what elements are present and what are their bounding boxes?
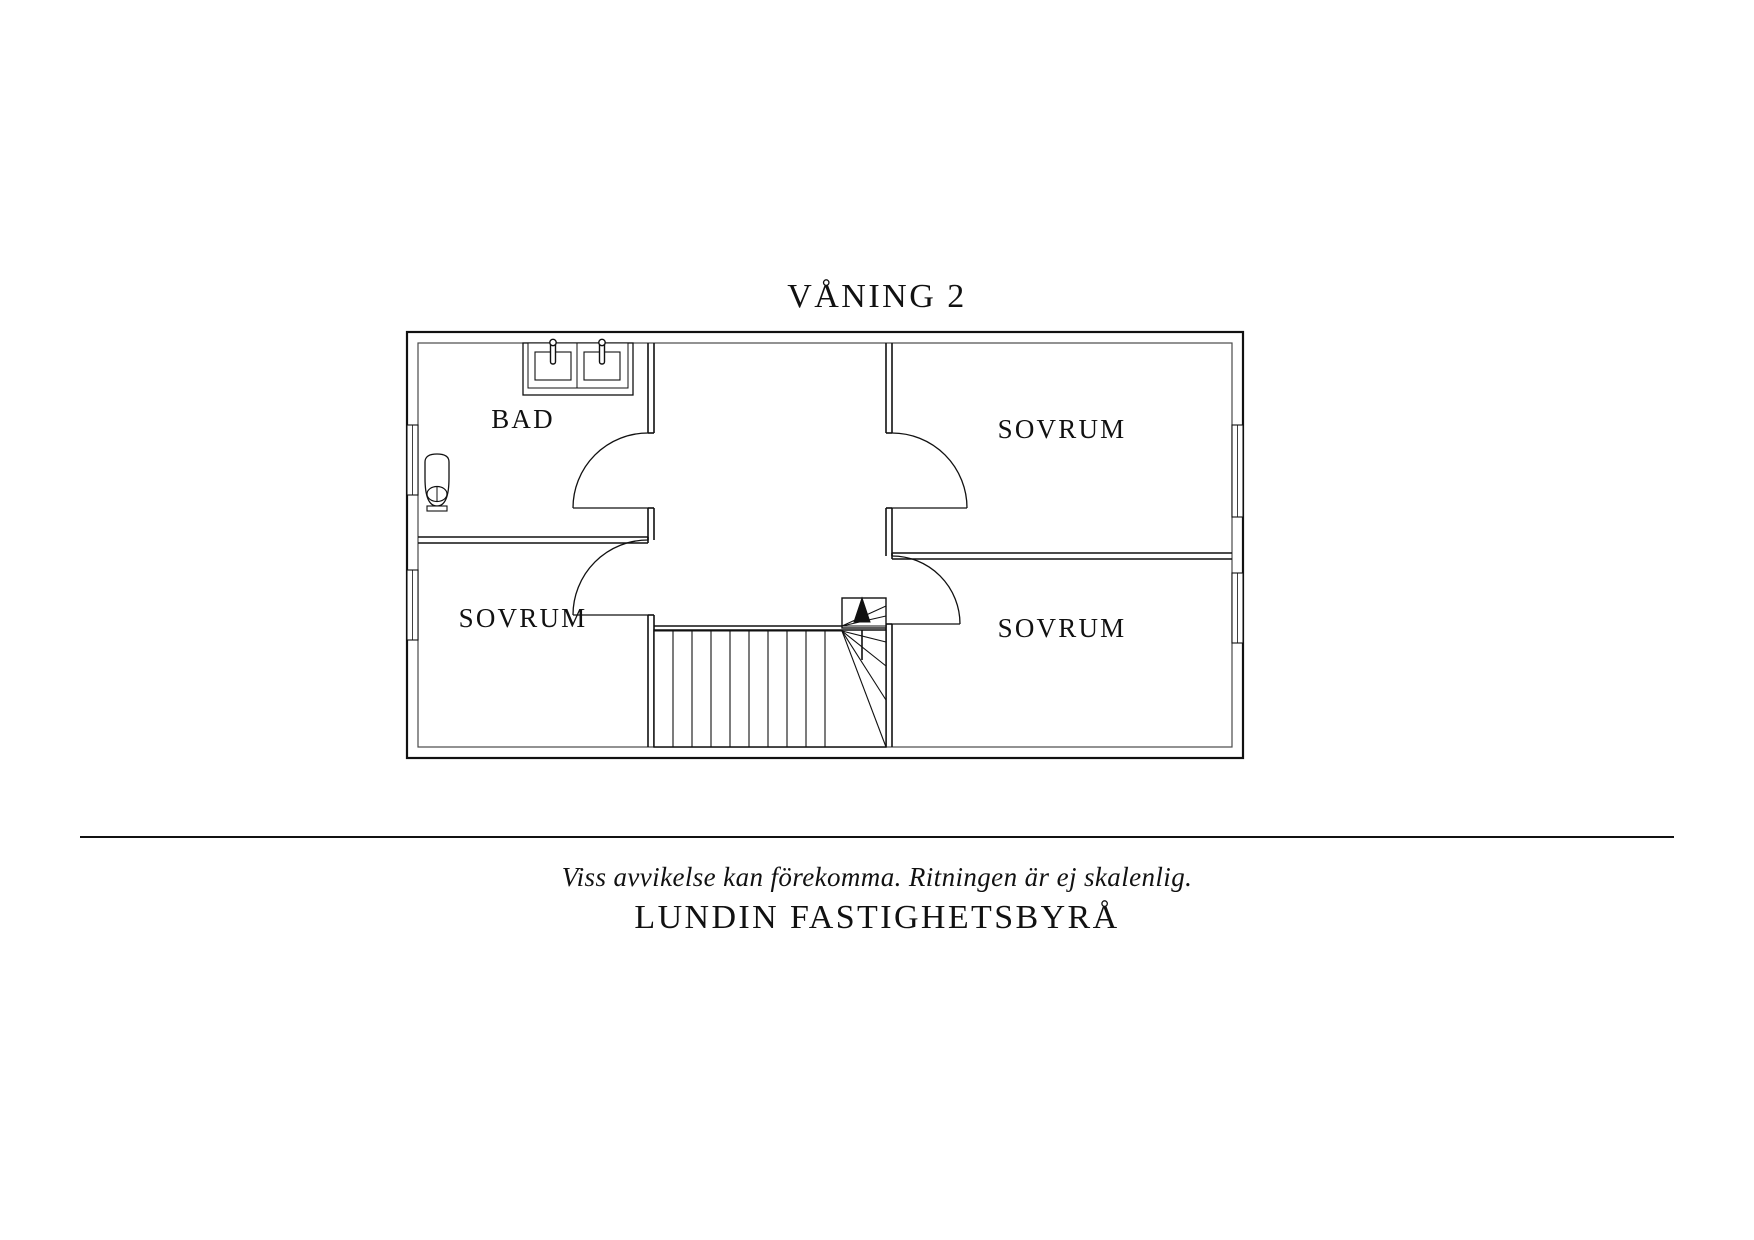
window-left-upper: [406, 424, 419, 496]
room-label-sovrum-2: SOVRUM: [998, 414, 1127, 444]
room-label-sovrum-1: SOVRUM: [459, 603, 588, 633]
door-sovrum-3: [891, 555, 961, 625]
door-sovrum-2: [891, 432, 968, 509]
sink-right-icon: [583, 338, 621, 381]
toilet-icon: [424, 453, 450, 512]
window-left-lower: [406, 569, 419, 641]
door-bad: [572, 432, 649, 509]
page-title: VÅNING 2: [787, 278, 967, 315]
disclaimer-text: Viss avvikelse kan förekomma. Ritningen …: [561, 862, 1193, 892]
footer: Viss avvikelse kan förekomma. Ritningen …: [0, 862, 1754, 936]
stair-direction-arrow-icon: [853, 596, 871, 660]
footer-divider: [80, 836, 1674, 838]
window-right-upper: [1231, 424, 1244, 518]
window-right-lower: [1231, 572, 1244, 644]
sink-left-icon: [534, 338, 572, 381]
door-sovrum-1: [572, 539, 649, 616]
room-label-sovrum-3: SOVRUM: [998, 613, 1127, 643]
floor-plan-drawing: BAD SOVRUM SOVRUM SOVRUM: [405, 330, 1245, 760]
company-name: LUNDIN FASTIGHETSBYRÅ: [634, 899, 1120, 937]
room-label-bad: BAD: [491, 404, 555, 434]
staircase: [653, 596, 887, 748]
